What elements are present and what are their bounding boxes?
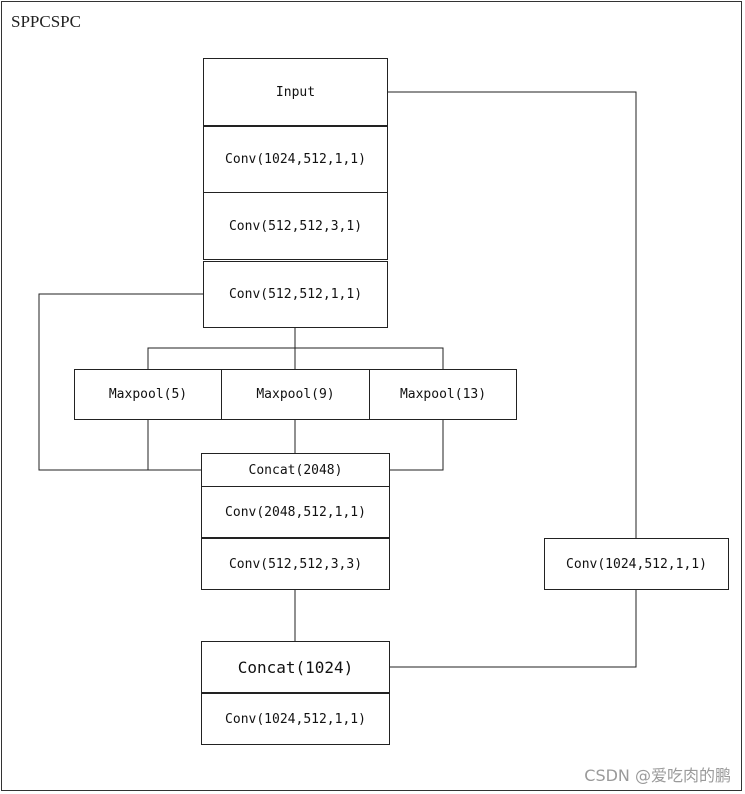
conv5-block: Conv(512,512,3,3) xyxy=(201,538,390,590)
line-conv3-skip xyxy=(38,293,203,471)
conv2-block: Conv(512,512,3,1) xyxy=(203,192,388,260)
line-input-to-side-conv xyxy=(388,91,637,538)
line-maxpool5-to-concat xyxy=(147,420,201,471)
line-side-conv-to-concat xyxy=(390,590,637,668)
conv1-block: Conv(1024,512,1,1) xyxy=(203,126,388,193)
maxpool9-block: Maxpool(9) xyxy=(221,369,370,420)
diagram-title: SPPCSPC xyxy=(11,12,81,31)
input-block: Input xyxy=(203,58,388,126)
conv-out-block: Conv(1024,512,1,1) xyxy=(201,693,390,745)
conv4-block: Conv(2048,512,1,1) xyxy=(201,486,390,538)
concat2048-block: Concat(2048) xyxy=(201,453,390,487)
maxpool13-block: Maxpool(13) xyxy=(369,369,517,420)
watermark: CSDN @爱吃肉的鹏 xyxy=(584,766,731,785)
concat1024-block: Concat(1024) xyxy=(201,641,390,693)
line-branch-top xyxy=(147,347,444,369)
line-maxpool13-to-concat xyxy=(390,420,444,471)
conv3-block: Conv(512,512,1,1) xyxy=(203,261,388,328)
side-conv-block: Conv(1024,512,1,1) xyxy=(544,538,729,590)
maxpool5-block: Maxpool(5) xyxy=(74,369,222,420)
